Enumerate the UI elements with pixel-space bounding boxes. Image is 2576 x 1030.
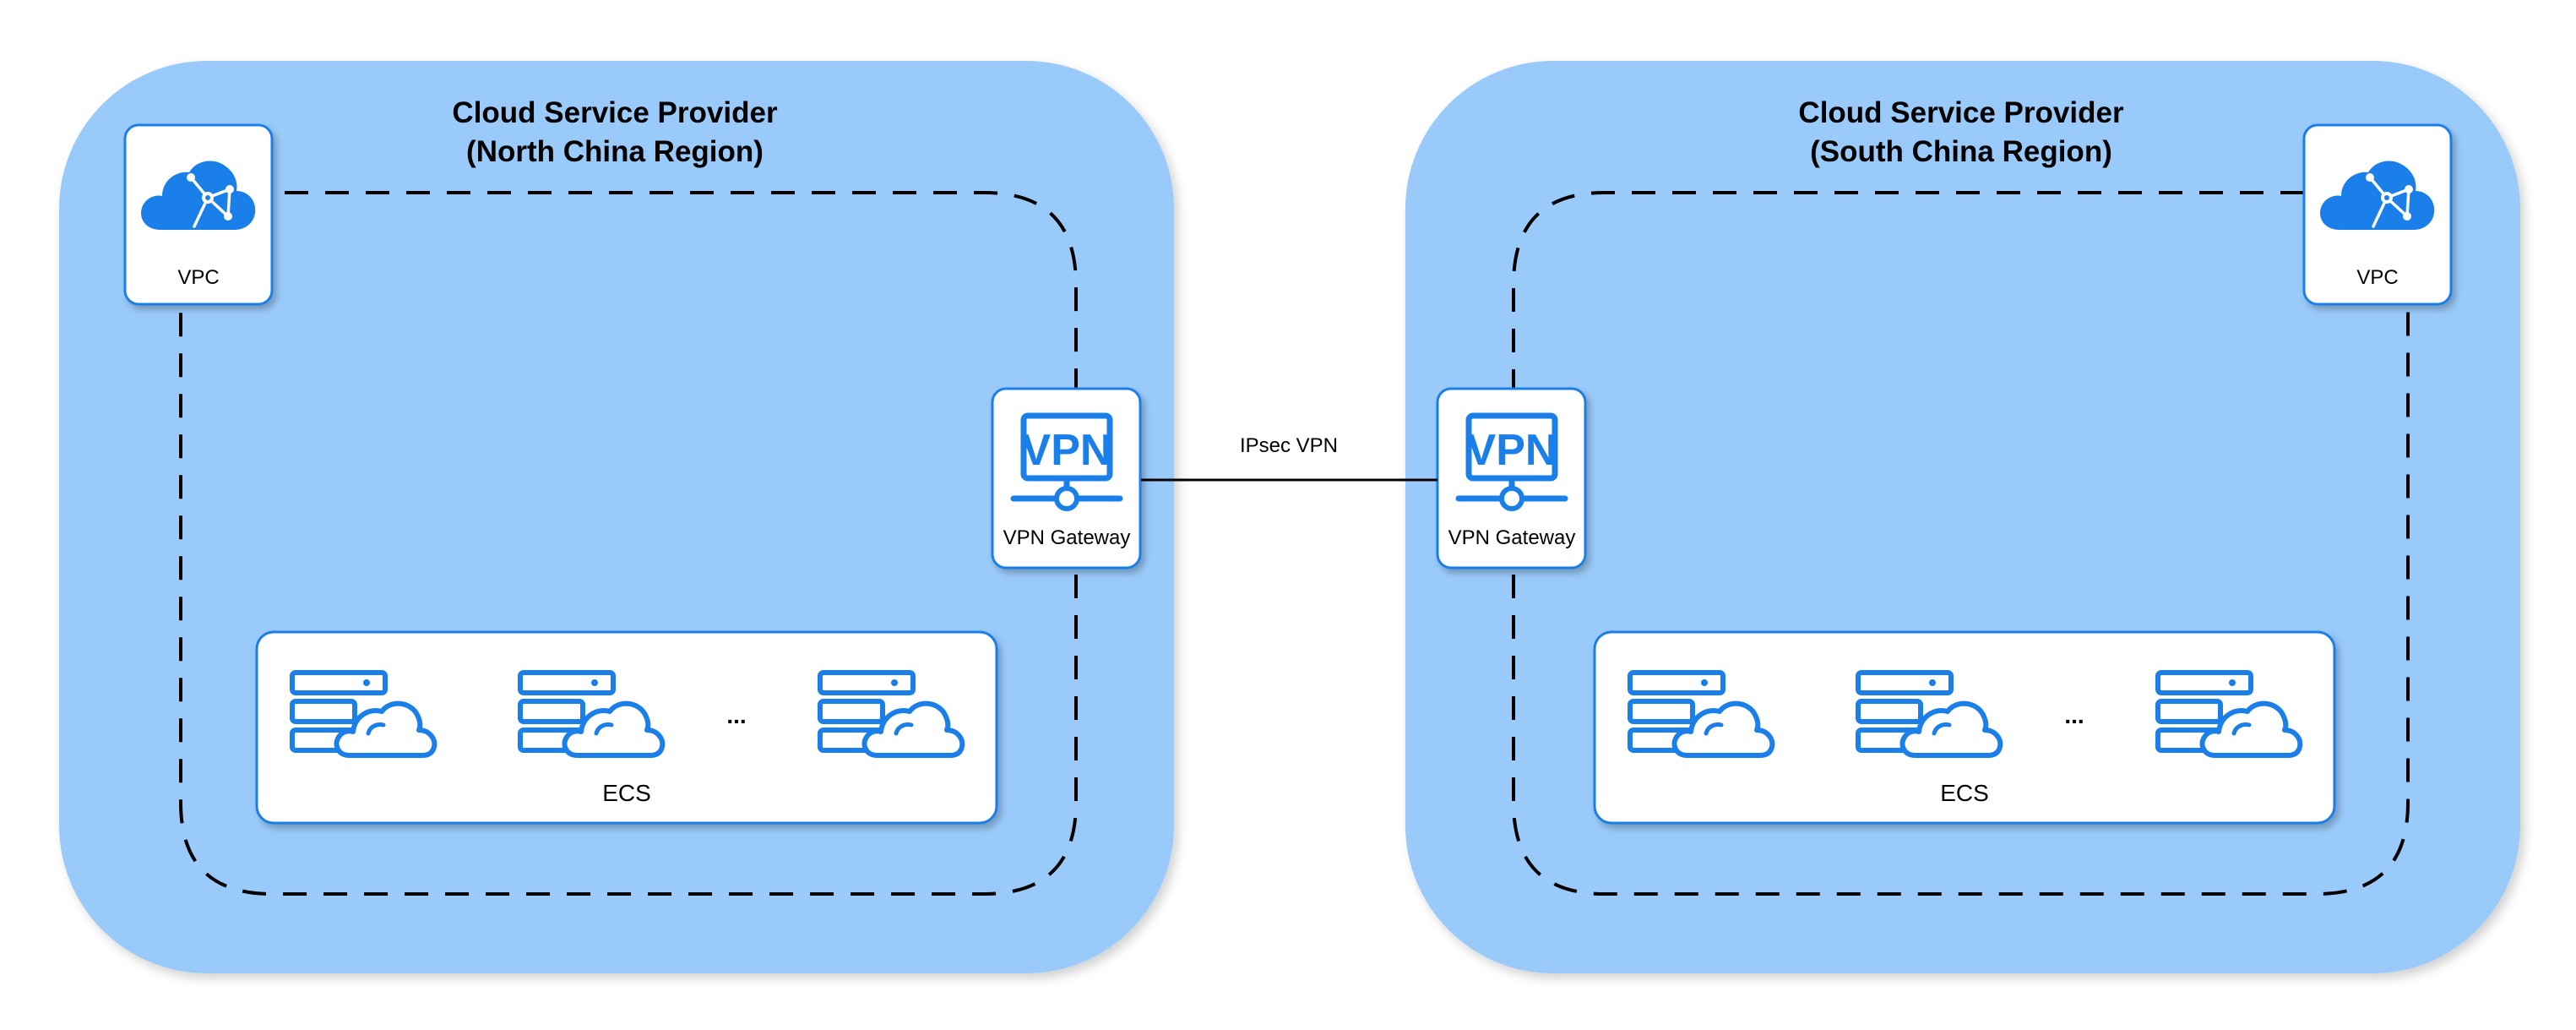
region-south-china: Cloud Service Provider (South China Regi…	[1405, 61, 2520, 973]
ecs-card-south[interactable]: ... ECS	[1593, 630, 2336, 825]
region-title-line1: Cloud Service Provider	[1798, 96, 2124, 129]
vpn-icon-text: VPN	[1022, 426, 1112, 475]
vpc-label: VPC	[177, 266, 219, 289]
ecs-ellipsis: ...	[726, 702, 746, 728]
vpn-gateway-icon: VPN	[1455, 412, 1568, 511]
vpn-gateway-card-south[interactable]: VPN VPN Gateway	[1436, 387, 1587, 569]
vpc-label: VPC	[2356, 266, 2398, 289]
region-title-line1: Cloud Service Provider	[452, 96, 778, 129]
region-title-line2: (South China Region)	[1810, 135, 2112, 168]
ecs-label: ECS	[602, 780, 651, 806]
region-title-line2: (North China Region)	[466, 135, 764, 168]
vpc-card-north[interactable]: VPC	[123, 123, 274, 306]
vpn-gateway-card-north[interactable]: VPN VPN Gateway	[991, 387, 1142, 569]
vpn-icon-text: VPN	[1467, 426, 1557, 475]
vpc-boundary-north	[179, 191, 1078, 896]
vpn-gateway-label: VPN Gateway	[1003, 526, 1131, 549]
ecs-label: ECS	[1940, 780, 1989, 806]
region-north-china: Cloud Service Provider (North China Regi…	[59, 61, 1174, 973]
vpn-gateway-label: VPN Gateway	[1448, 526, 1576, 549]
vpc-boundary-south	[1512, 191, 2410, 896]
ipsec-vpn-connection: IPsec VPN	[1141, 434, 1437, 482]
ipsec-vpn-label: IPsec VPN	[1240, 434, 1338, 457]
ecs-card-north[interactable]: ... ECS	[255, 630, 998, 825]
vpc-card-south[interactable]: VPC	[2302, 123, 2453, 306]
ecs-ellipsis: ...	[2064, 702, 2084, 728]
vpn-gateway-icon: VPN	[1010, 412, 1123, 511]
